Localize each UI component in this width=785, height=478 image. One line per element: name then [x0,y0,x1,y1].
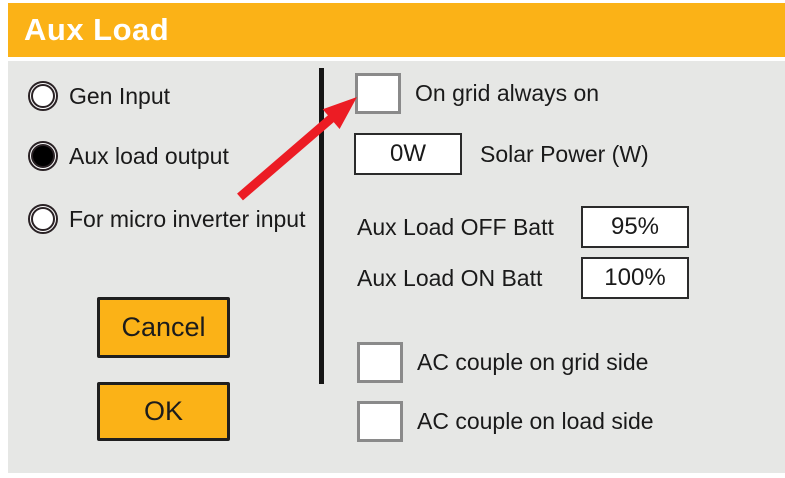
radio-gen-input[interactable]: Gen Input [28,81,170,111]
aux-load-on-label: Aux Load ON Batt [357,264,543,291]
ac-couple-grid-row: AC couple on grid side [357,342,648,383]
aux-load-off-row: Aux Load OFF Batt [357,206,689,248]
on-grid-always-on-row: On grid always on [355,73,599,114]
aux-load-off-input[interactable] [581,206,689,248]
aux-load-on-input[interactable] [581,257,689,299]
radio-micro-inverter-input[interactable]: For micro inverter input [28,204,305,234]
solar-power-row: Solar Power (W) [354,133,649,175]
aux-load-on-row: Aux Load ON Batt [357,257,689,299]
solar-power-input[interactable] [354,133,462,175]
cancel-button[interactable]: Cancel [97,297,230,358]
on-grid-always-on-label: On grid always on [415,80,600,106]
radio-label: For micro inverter input [69,205,306,232]
solar-power-label: Solar Power (W) [480,140,649,167]
aux-load-off-label: Aux Load OFF Batt [357,213,554,240]
radio-icon [28,81,58,111]
radio-icon [28,204,58,234]
vertical-divider [319,68,324,384]
dialog-title: Aux Load [24,12,170,47]
ac-couple-load-checkbox[interactable] [357,401,403,442]
ac-couple-grid-checkbox[interactable] [357,342,403,383]
ac-couple-load-label: AC couple on load side [417,408,654,434]
radio-label: Aux load output [69,142,229,169]
ac-couple-grid-label: AC couple on grid side [417,349,649,375]
radio-selected-icon [28,141,58,171]
radio-aux-load-output[interactable]: Aux load output [28,141,229,171]
on-grid-always-on-checkbox[interactable] [355,73,401,114]
dialog-header: Aux Load [8,3,785,57]
ac-couple-load-row: AC couple on load side [357,401,654,442]
ok-button[interactable]: OK [97,382,230,441]
radio-label: Gen Input [69,82,171,109]
